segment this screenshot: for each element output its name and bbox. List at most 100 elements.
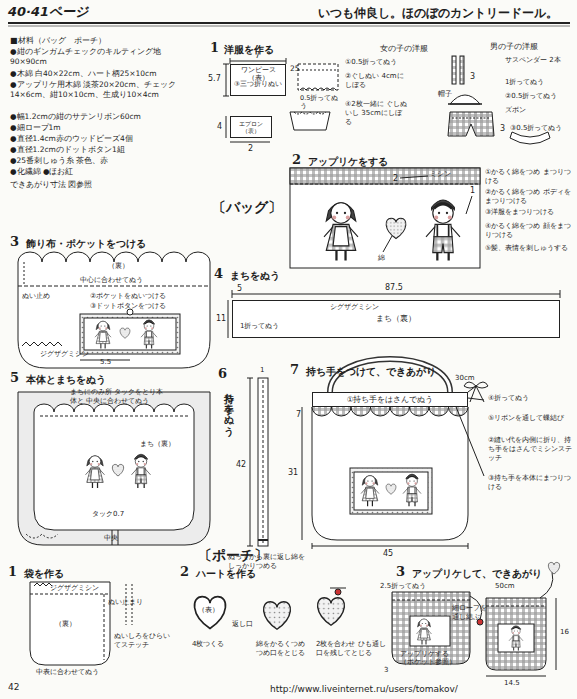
annotation: 綿 bbox=[378, 254, 385, 263]
page-title: いつも仲良し。ほのぼのカントリードール。 bbox=[318, 5, 558, 22]
annotation: ②0.5折ってぬう bbox=[505, 92, 557, 101]
annotation: 持ち手をぬう bbox=[222, 386, 235, 430]
annotation: ②ぐしぬい 4cmにしぼる bbox=[345, 72, 407, 90]
annotation: 飾り布・ポケットをつける bbox=[26, 237, 146, 250]
annotation: 2.5折ってぬう bbox=[380, 582, 426, 591]
annotation: ③持ち手を本体にまつりつける bbox=[488, 474, 574, 492]
annotation: ●25番刺しゅう糸 茶色、赤 bbox=[10, 156, 108, 166]
finished-bag bbox=[302, 359, 488, 549]
annotation: 綿をかるくつめ つめ口をとじる bbox=[256, 640, 312, 658]
annotation: 4枚つくる bbox=[192, 640, 224, 649]
step-number: 7 bbox=[290, 362, 299, 379]
step-number: 5 bbox=[10, 370, 19, 387]
annotation: 87.5 bbox=[385, 283, 403, 293]
annotation: 中央 bbox=[104, 534, 118, 543]
annotation: （表） bbox=[198, 606, 219, 615]
step-number: 6 bbox=[218, 366, 227, 383]
annotation: 3 bbox=[500, 124, 505, 134]
annotation: アップリケをする bbox=[308, 155, 388, 168]
step-number: 4 bbox=[214, 266, 223, 283]
annotation: 31 bbox=[288, 468, 298, 478]
annotation: 持ち手をつけて、できあがり bbox=[306, 365, 436, 378]
annotation: 1 bbox=[260, 366, 264, 375]
annotation: ●直径1.4cm赤のウッドビーズ4個 bbox=[10, 134, 133, 144]
annotation: 40·41ページ bbox=[8, 4, 88, 21]
annotation: できあがり寸法 図参照 bbox=[10, 180, 92, 190]
annotation: サスペンダー 2本 bbox=[505, 56, 565, 65]
annotation: ●アップリケ用木綿 淡茶20×20cm、チェック14×6cm、紺10×10cm、… bbox=[10, 80, 190, 100]
annotation: ②ポケットをぬいつける bbox=[90, 292, 166, 301]
annotation: http://www.liveinternet.ru/users/tomakov… bbox=[270, 684, 458, 696]
annotation: ぬいしろをひらいてステッチ bbox=[114, 632, 172, 650]
annotation: ③三つ折りぬい bbox=[234, 80, 284, 88]
annotation: ①0.5折ってぬう bbox=[345, 58, 397, 67]
annotation: 25 bbox=[290, 64, 300, 74]
annotation: ⑤リボンを通して蝶結び bbox=[488, 414, 574, 423]
bag-front bbox=[18, 252, 210, 368]
bag-with-gusset bbox=[18, 392, 210, 545]
pouch-body bbox=[30, 582, 132, 665]
annotation: ③洋服をまつりつける bbox=[485, 208, 571, 217]
piece-label: まち（裏） bbox=[376, 314, 416, 324]
annotation: 1折ってぬう bbox=[505, 78, 544, 87]
pattern-piece: まち（裏） bbox=[232, 300, 560, 338]
annotation: 14.5 bbox=[504, 679, 520, 688]
annotation: ③ドットボタンをつける bbox=[90, 302, 166, 311]
annotation: ②縫い代を内側に折り、持ち手をはさんでミシンステッチ bbox=[488, 436, 574, 463]
annotation: シグザグミシン bbox=[330, 303, 379, 312]
annotation: 帽子 bbox=[438, 90, 452, 99]
annotation: （裏） bbox=[55, 620, 76, 629]
annotation: アップリケして、できあがり bbox=[412, 567, 542, 580]
annotation: ミシン bbox=[430, 170, 451, 179]
annotation: 5.5 bbox=[100, 358, 111, 367]
annotation: 42 bbox=[8, 682, 19, 694]
annotation: ●木綿 白40×22cm、ハート柄25×10cm bbox=[10, 69, 190, 79]
pattern-piece: エプロン（表） bbox=[230, 116, 272, 138]
annotation: 5 bbox=[237, 284, 242, 294]
annotation: 洋服を作る bbox=[224, 43, 274, 56]
annotation: 返し口 bbox=[232, 620, 253, 629]
step-number: 3 bbox=[10, 234, 19, 251]
annotation: 4 bbox=[217, 122, 222, 132]
piece-label: ①持ち手をはさんでぬう bbox=[347, 395, 434, 404]
annotation: ●直径1.2cmのドットボタン1組 bbox=[10, 145, 125, 155]
handle-strip bbox=[247, 378, 268, 546]
step-number: 2 bbox=[292, 152, 301, 169]
annotation: 本体とまちをぬう bbox=[26, 373, 106, 386]
annotation: 女の子の洋服 bbox=[380, 44, 428, 54]
annotation: ■材料（バッグ ポーチ） bbox=[10, 36, 106, 46]
annotation: 16 bbox=[560, 628, 569, 637]
annotation: 7 bbox=[296, 410, 301, 420]
annotation: ④2枚一緒に ぐしぬいし 35cmにしぼる bbox=[345, 100, 407, 127]
finished-pouch bbox=[392, 562, 560, 676]
annotation: 細ロープを通し結ぶ bbox=[452, 604, 488, 622]
step-number: 1 bbox=[210, 40, 219, 57]
step-number: 3 bbox=[396, 564, 405, 581]
annotation: ハートを作る bbox=[196, 567, 256, 580]
annotation: ジグザグミシン bbox=[40, 350, 89, 359]
applique-panel bbox=[290, 168, 480, 268]
annotation: 袋を作る bbox=[24, 567, 64, 580]
annotation: ①かるく綿をつめ まつりつける bbox=[485, 168, 571, 186]
annotation: 7 bbox=[255, 51, 260, 61]
annotation: ●化繊綿 ●ほお紅 bbox=[10, 167, 73, 177]
step-number: 2 bbox=[180, 564, 189, 581]
annotation: ④折ってぬう bbox=[488, 394, 574, 403]
annotation: ぬい止まり bbox=[108, 598, 143, 606]
annotation: 中表に合わせてぬう bbox=[36, 668, 99, 677]
annotation: 30cm bbox=[455, 374, 475, 383]
step-number: 1 bbox=[8, 564, 17, 581]
annotation: ⑤髪、表情を刺しゅうする bbox=[485, 244, 571, 253]
annotation: 42 bbox=[236, 460, 246, 470]
piece-label: エプロン（表） bbox=[231, 120, 271, 134]
annotation: 〔ポーチ〕 bbox=[198, 546, 268, 564]
annotation: 男の子の洋服 bbox=[490, 42, 538, 52]
pattern-piece: ①持ち手をはさんでぬう bbox=[312, 392, 468, 407]
annotation: 5.7 bbox=[208, 74, 221, 84]
annotation: 〔バッグ〕 bbox=[212, 198, 282, 216]
annotation: 3 bbox=[384, 666, 388, 675]
annotation: まちをぬう bbox=[230, 269, 280, 282]
annotation: 2枚を合わせ ひも通し口を残してとじる bbox=[316, 640, 386, 658]
